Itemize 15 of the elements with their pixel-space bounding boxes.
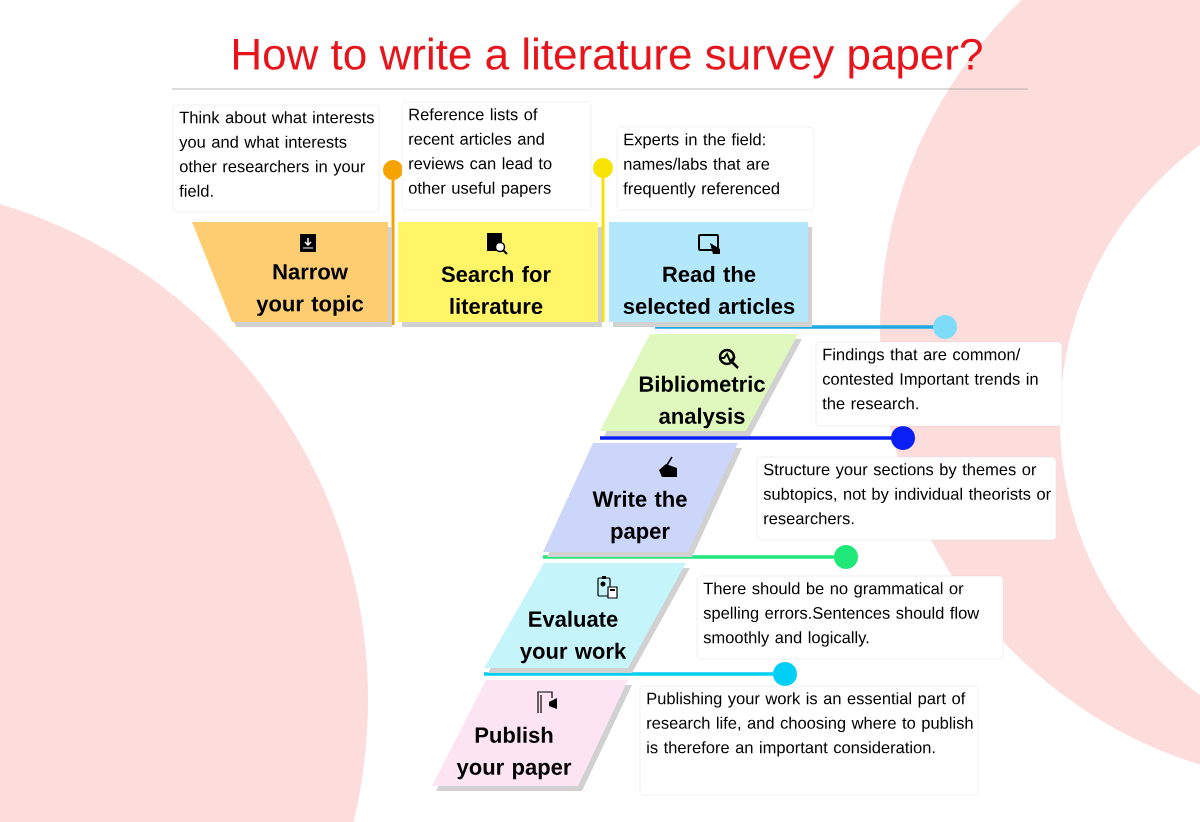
note-box: Structure your sections by themes or subtopics, not by individual theorists or researchers. xyxy=(756,456,1057,541)
note-box: Experts in the field: names/labs that are frequently referenced xyxy=(616,126,815,211)
note-box: Publishing your work is an essential part of research life, and choosing where to publish is therefore an important consideration. xyxy=(639,685,979,796)
step-box: Search for literature xyxy=(398,222,602,327)
step-box: Read the selected articles xyxy=(609,222,812,327)
note-box: Think about what interests you and what interests other researchers in your field. xyxy=(172,104,380,213)
step-box: Write the paper xyxy=(543,443,742,557)
note-box: There should be no grammatical or spelling errors.Sentences should flow smoothly and logically. xyxy=(696,575,1004,660)
title: How to write a literature survey paper? xyxy=(234,37,982,79)
step-box: Narrow your topic xyxy=(192,222,392,327)
note-box: Findings that are common/ contested Important trends in the research. xyxy=(815,341,1063,427)
step-box: Bibliometric analysis xyxy=(600,334,802,436)
note-box: Reference lists of recent articles and reviews can lead to other useful papers xyxy=(401,101,592,211)
step-box: Publish your paper xyxy=(432,680,632,791)
step-box: Evaluate your work xyxy=(484,563,690,673)
